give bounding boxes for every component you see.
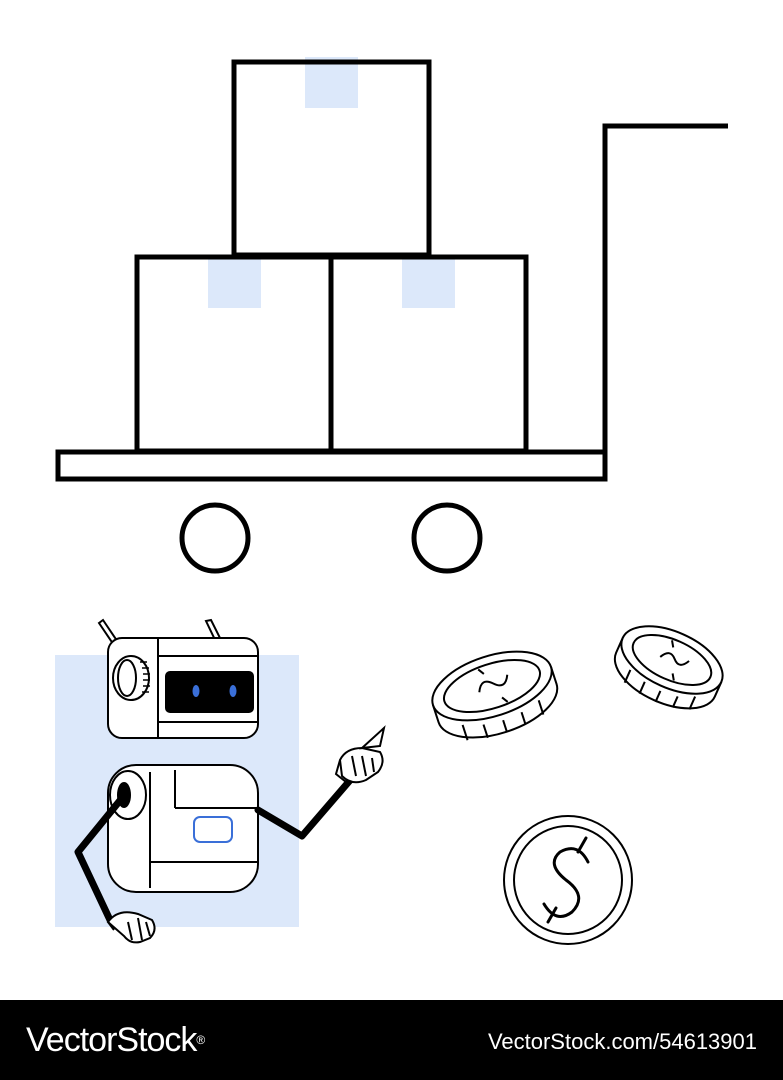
brand-logo: VectorStock® [26, 1020, 205, 1060]
cart-platform [55, 449, 608, 482]
image-reference: VectorStock.com/54613901 [487, 1029, 757, 1054]
robot-eye-right [229, 685, 237, 697]
robot-hand-right [334, 725, 386, 784]
box-stack [134, 57, 529, 454]
watermark-footer: VectorStock® VectorStock.com/54613901 [0, 1000, 783, 1080]
dollar-coin-icon [503, 815, 633, 945]
robot-chest-button [193, 816, 233, 843]
illustration [55, 57, 728, 945]
robot-arm-right [254, 725, 386, 840]
robot-eye-left [192, 685, 200, 697]
robot-head [107, 637, 259, 739]
robot-face-screen [165, 671, 254, 713]
cart-handle [602, 123, 728, 450]
registered-mark: ® [196, 1033, 205, 1047]
robot-icon [55, 618, 386, 944]
robot-arm-left [74, 794, 156, 944]
brand-name: VectorStock [26, 1021, 197, 1059]
cart-wheel-left [179, 502, 251, 574]
cart-wheel-right [411, 502, 483, 574]
robot-body [107, 764, 259, 893]
coin-icon [613, 625, 724, 710]
box-icon [134, 254, 334, 454]
box-icon [231, 57, 432, 258]
coin-icon [431, 650, 559, 741]
hand-truck-icon [55, 123, 728, 574]
robot-hand-left [106, 911, 156, 944]
box-icon [328, 254, 529, 454]
